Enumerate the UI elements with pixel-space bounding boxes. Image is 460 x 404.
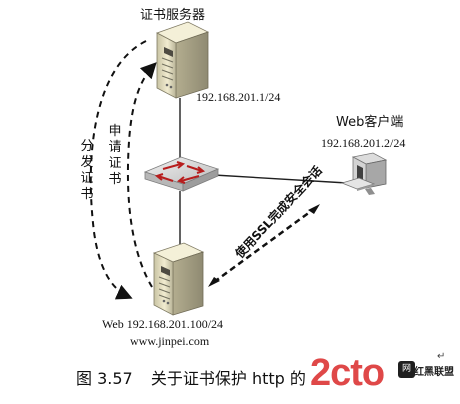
web-client-computer-icon [340,152,388,195]
switch-to-client-link [213,174,348,184]
web-client-title: Web客户端 [336,115,404,130]
pilcrow-mark: ↵ [437,351,446,362]
watermark-subtext: 红黑联盟 [414,367,454,378]
web-server-icon [152,242,205,316]
figure-number: 图 3.57 [76,369,133,388]
watermark-logo-text: 2cto [310,352,385,394]
network-switch-icon [143,156,220,192]
apply-cert-arrow [126,62,157,288]
web-server-ip: Web 192.168.201.100/24 [102,317,224,331]
ssl-session-arrow [213,207,315,284]
figure-caption-text: 关于证书保护 http 的 [150,369,306,388]
web-client-ip: 192.168.201.2/24 [321,136,406,150]
certificate-server-icon [156,21,210,99]
apply-certificate-label: 申请证书 [108,124,122,187]
web-server-domain: www.jinpei.com [130,334,210,348]
certificate-server-ip: 192.168.201.1/24 [196,90,281,104]
ssl-arrow-head-right [308,204,320,214]
distribute-certificate-label: 分发证书 [80,139,94,202]
figure-caption: 图 3.57 关于证书保护 http 的 [76,371,306,387]
watermark-mark: 网 [398,361,415,378]
ssl-arrow-head-left [208,277,220,287]
certificate-server-title: 证书服务器 [140,8,206,23]
distribute-cert-arrow [89,40,147,300]
